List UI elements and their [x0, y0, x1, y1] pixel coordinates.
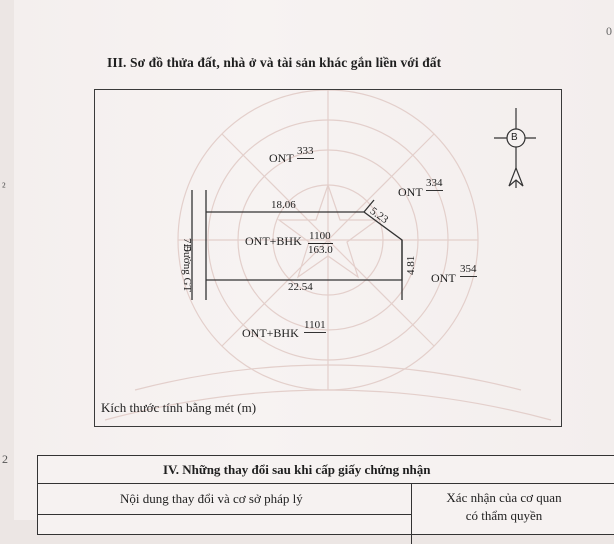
edge-mark-bottom: 2 — [2, 452, 8, 466]
subject-parcel-type: ONT+BHK — [245, 234, 302, 248]
parcel-drawing — [191, 108, 536, 300]
road-name: Đường GT — [181, 244, 193, 293]
row-divider — [38, 514, 411, 515]
section-4-title: IV. Những thay đổi sau khi cấp giấy chứn… — [38, 456, 614, 484]
neighbor-334-type: ONT — [398, 185, 423, 199]
north-arrow — [494, 108, 536, 188]
dimension-right: 4.81 — [405, 255, 417, 275]
subject-parcel-number: 1100 — [308, 231, 333, 244]
authority-line-1: Xác nhận của cơ quan — [446, 490, 562, 505]
neighbor-333-type: ONT — [269, 151, 294, 165]
parcel-top-extension — [363, 199, 375, 213]
section-4-table: IV. Những thay đổi sau khi cấp giấy chứn… — [37, 455, 614, 544]
parcel-boundary — [206, 211, 403, 281]
neighbor-1101-type: ONT+BHK — [242, 326, 299, 340]
subject-parcel-fraction: 1100 163.0 — [308, 231, 333, 256]
neighbor-354-type: ONT — [431, 271, 456, 285]
dimension-bottom: 22.54 — [288, 281, 313, 293]
dimension-top: 18.06 — [271, 199, 296, 211]
authority-confirmation-header: Xác nhận của cơ quan có thẩm quyền — [424, 489, 584, 525]
section-3-title: III. Sơ đồ thửa đất, nhà ở và tài sản kh… — [107, 55, 442, 70]
corner-mark: 0 — [606, 24, 612, 38]
scale-note: Kích thước tính bằng mét (m) — [101, 400, 257, 415]
neighbor-1101-number: 1101 — [304, 319, 326, 333]
watermark-emblem — [104, 90, 552, 421]
north-badge: B — [511, 132, 518, 143]
neighbor-333-number: 333 — [297, 145, 314, 159]
authority-line-2: có thẩm quyền — [465, 508, 543, 523]
section-4-body: Nội dung thay đổi và cơ sở pháp lý Xác n… — [38, 484, 614, 544]
parcel-map-frame — [94, 89, 562, 427]
neighbor-334-number: 334 — [426, 177, 443, 191]
subject-parcel-area: 163.0 — [308, 244, 333, 256]
certificate-page: 0 III. Sơ đồ thửa đất, nhà ở và tài sản … — [14, 0, 614, 520]
column-divider — [411, 484, 412, 544]
neighbor-354-number: 354 — [460, 263, 477, 277]
changes-content-header: Nội dung thay đổi và cơ sở pháp lý — [120, 491, 303, 506]
edge-mark-top: ² — [2, 180, 6, 194]
